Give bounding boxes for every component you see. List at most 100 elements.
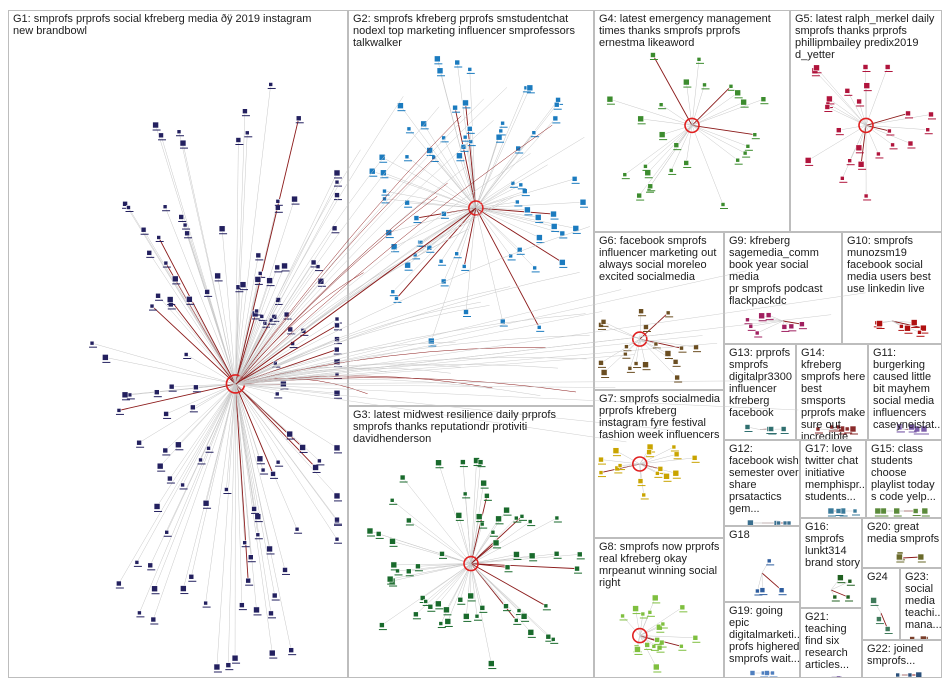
node-vertex[interactable] — [331, 225, 338, 232]
node-vertex[interactable] — [463, 613, 470, 620]
node-vertex[interactable] — [663, 473, 670, 480]
node-vertex[interactable] — [438, 258, 444, 264]
node-vertex[interactable] — [827, 507, 835, 515]
hub-node[interactable] — [463, 555, 479, 572]
node-vertex[interactable] — [463, 309, 469, 315]
node-vertex[interactable] — [887, 128, 892, 134]
node-vertex[interactable] — [826, 95, 833, 103]
node-vertex[interactable] — [492, 539, 500, 547]
node-vertex[interactable] — [275, 297, 281, 303]
node-vertex[interactable] — [412, 252, 418, 258]
node-vertex[interactable] — [375, 531, 382, 537]
node-vertex[interactable] — [780, 426, 787, 432]
node-vertex[interactable] — [899, 324, 904, 329]
node-vertex[interactable] — [614, 465, 621, 472]
node-vertex[interactable] — [454, 59, 461, 66]
node-vertex[interactable] — [266, 545, 273, 553]
node-vertex[interactable] — [418, 240, 424, 245]
node-vertex[interactable] — [921, 507, 929, 515]
node-vertex[interactable] — [239, 602, 245, 608]
node-vertex[interactable] — [508, 253, 513, 259]
node-vertex[interactable] — [647, 183, 654, 190]
node-vertex[interactable] — [642, 361, 649, 368]
node-vertex[interactable] — [270, 471, 276, 477]
node-vertex[interactable] — [752, 132, 758, 137]
node-vertex[interactable] — [651, 594, 659, 602]
node-vertex[interactable] — [804, 157, 812, 164]
node-vertex[interactable] — [440, 278, 447, 285]
node-vertex[interactable] — [333, 492, 341, 500]
node-vertex[interactable] — [874, 507, 882, 515]
node-vertex[interactable] — [334, 372, 340, 377]
node-vertex[interactable] — [526, 84, 534, 92]
node-vertex[interactable] — [767, 426, 774, 432]
node-vertex[interactable] — [532, 265, 537, 271]
node-vertex[interactable] — [291, 195, 298, 203]
node-vertex[interactable] — [890, 142, 895, 148]
node-vertex[interactable] — [176, 129, 182, 135]
node-vertex[interactable] — [720, 202, 726, 207]
node-vertex[interactable] — [394, 296, 399, 301]
node-vertex[interactable] — [420, 120, 427, 128]
node-vertex[interactable] — [467, 67, 473, 72]
node-vertex[interactable] — [310, 259, 317, 266]
node-vertex[interactable] — [426, 147, 433, 154]
node-vertex[interactable] — [815, 426, 821, 432]
node-vertex[interactable] — [835, 508, 842, 514]
node-vertex[interactable] — [770, 670, 775, 676]
node-vertex[interactable] — [671, 444, 677, 450]
node-vertex[interactable] — [917, 330, 922, 335]
node-vertex[interactable] — [260, 467, 266, 473]
node-vertex[interactable] — [693, 344, 699, 350]
node-vertex[interactable] — [462, 99, 469, 107]
node-vertex[interactable] — [524, 206, 531, 214]
node-vertex[interactable] — [555, 97, 561, 103]
node-vertex[interactable] — [758, 312, 765, 320]
node-vertex[interactable] — [862, 64, 869, 70]
node-vertex[interactable] — [760, 96, 767, 103]
node-vertex[interactable] — [452, 104, 458, 111]
node-vertex[interactable] — [149, 303, 155, 309]
node-vertex[interactable] — [576, 551, 583, 558]
node-vertex[interactable] — [641, 492, 647, 498]
node-vertex[interactable] — [606, 95, 614, 103]
node-vertex[interactable] — [559, 230, 566, 237]
node-vertex[interactable] — [390, 289, 396, 294]
node-vertex[interactable] — [134, 560, 140, 565]
node-vertex[interactable] — [835, 675, 843, 677]
node-vertex[interactable] — [550, 210, 557, 218]
node-vertex[interactable] — [644, 642, 650, 648]
node-vertex[interactable] — [162, 447, 169, 454]
node-vertex[interactable] — [640, 611, 646, 617]
node-vertex[interactable] — [294, 526, 300, 532]
node-vertex[interactable] — [466, 126, 473, 132]
node-vertex[interactable] — [286, 430, 293, 438]
node-vertex[interactable] — [896, 553, 903, 561]
node-vertex[interactable] — [428, 337, 435, 345]
node-vertex[interactable] — [915, 671, 923, 677]
node-vertex[interactable] — [598, 456, 604, 463]
node-vertex[interactable] — [656, 623, 663, 631]
node-vertex[interactable] — [520, 613, 528, 620]
node-vertex[interactable] — [847, 158, 852, 163]
node-vertex[interactable] — [503, 506, 510, 514]
node-vertex[interactable] — [153, 389, 160, 395]
node-vertex[interactable] — [679, 604, 686, 611]
node-vertex[interactable] — [744, 424, 751, 430]
node-vertex[interactable] — [679, 643, 684, 649]
node-vertex[interactable] — [178, 214, 185, 220]
node-vertex[interactable] — [624, 344, 629, 349]
node-vertex[interactable] — [116, 408, 122, 413]
node-vertex[interactable] — [554, 515, 560, 521]
node-vertex[interactable] — [928, 111, 934, 118]
node-vertex[interactable] — [824, 104, 831, 110]
